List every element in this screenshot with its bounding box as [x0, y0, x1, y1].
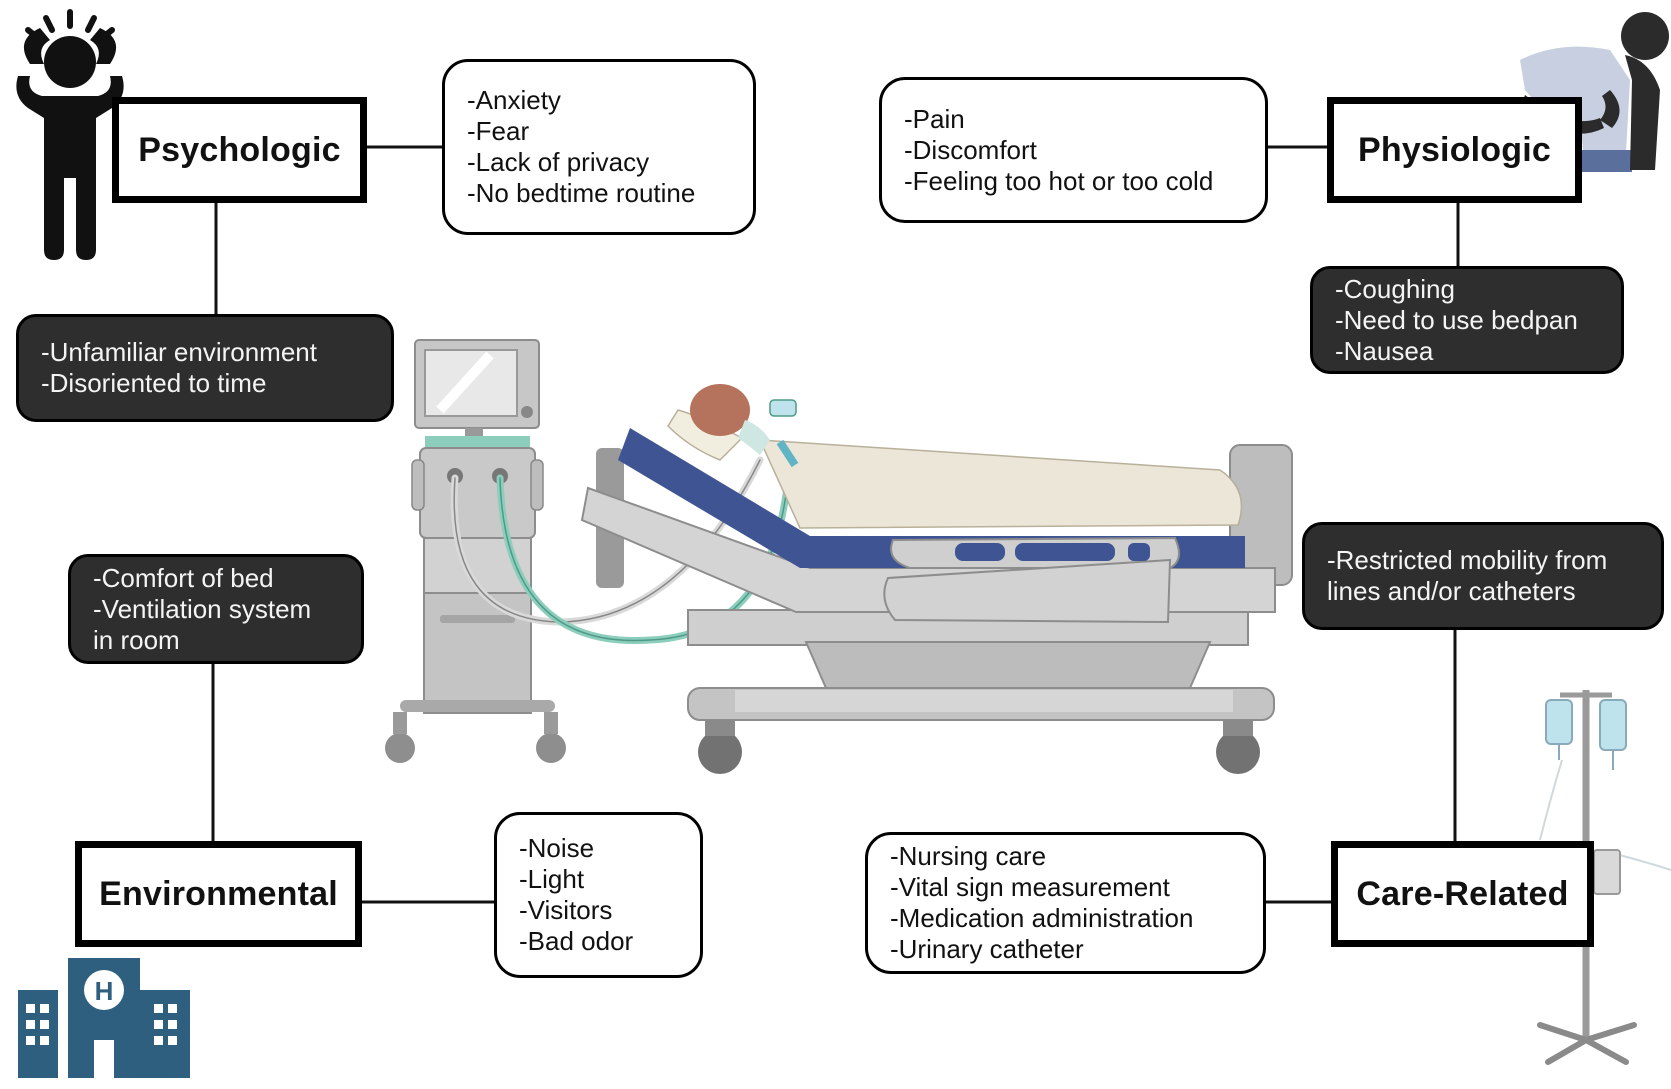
list-item: -Pain	[904, 103, 965, 134]
physiologic-dark-box: -Coughing -Need to use bedpan -Nausea	[1310, 266, 1624, 374]
list-item: -Lack of privacy	[467, 147, 650, 177]
list-item: -Unfamiliar environment	[41, 337, 317, 367]
hospital-building-icon: H	[18, 958, 190, 1078]
hospital-bed-icon	[580, 384, 1293, 774]
list-item: -Ventilation system	[93, 593, 312, 624]
psychologic-dark-box: -Unfamiliar environment -Disoriented to …	[16, 314, 394, 422]
list-item: -Visitors	[519, 895, 613, 925]
list-item: -Restricted mobility from	[1327, 545, 1608, 575]
ventilator-machine-icon	[385, 339, 566, 763]
category-psychologic: Psychologic	[112, 97, 367, 203]
list-item: -Discomfort	[904, 134, 1037, 165]
care-related-dark-box: -Restricted mobility from lines and/or c…	[1302, 522, 1664, 630]
category-environmental: Environmental	[75, 841, 362, 947]
list-item: lines and/or catheters	[1327, 576, 1576, 606]
care-related-light-box: -Nursing care -Vital sign measurement -M…	[865, 832, 1266, 974]
hospital-sign-letter: H	[95, 976, 114, 1006]
list-item: -Anxiety	[467, 85, 561, 115]
list-item: -Disoriented to time	[41, 368, 267, 398]
list-item: in room	[93, 624, 180, 655]
category-care-related: Care-Related	[1331, 841, 1594, 947]
list-item: -Coughing	[1335, 273, 1455, 304]
environmental-light-box: -Noise -Light -Visitors -Bad odor	[494, 812, 703, 978]
list-item: -No bedtime routine	[467, 178, 696, 208]
list-item: -Need to use bedpan	[1335, 304, 1578, 335]
list-item: -Feeling too hot or too cold	[904, 165, 1214, 196]
category-physiologic: Physiologic	[1327, 97, 1582, 203]
stressed-person-icon	[16, 9, 124, 260]
list-item: -Nursing care	[890, 841, 1047, 871]
list-item: -Medication administration	[890, 903, 1194, 933]
list-item: -Noise	[519, 833, 595, 863]
list-item: -Urinary catheter	[890, 934, 1084, 964]
list-item: -Light	[519, 864, 585, 894]
list-item: -Bad odor	[519, 926, 634, 956]
list-item: -Vital sign measurement	[890, 872, 1170, 902]
list-item: -Comfort of bed	[93, 562, 274, 593]
environmental-dark-box: -Comfort of bed -Ventilation system in r…	[68, 554, 364, 664]
list-item: -Fear	[467, 116, 530, 146]
physiologic-light-box: -Pain -Discomfort -Feeling too hot or to…	[879, 77, 1268, 223]
psychologic-light-box: -Anxiety -Fear -Lack of privacy -No bedt…	[442, 59, 756, 235]
list-item: -Nausea	[1335, 335, 1434, 366]
